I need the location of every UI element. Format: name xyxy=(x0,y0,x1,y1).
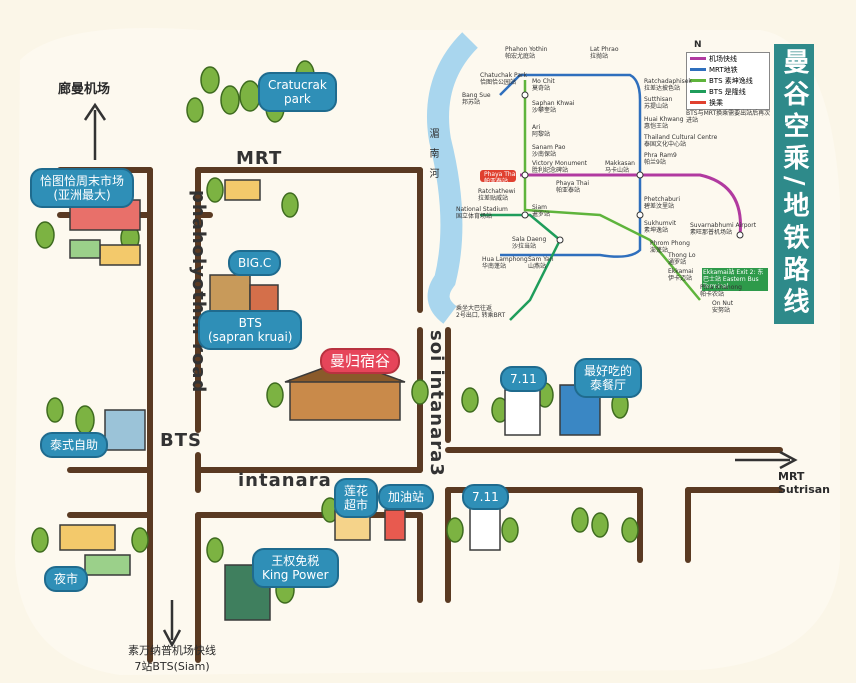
kingpower-building xyxy=(224,564,271,621)
legend-label: MRT地铁 xyxy=(709,65,738,74)
airport-link-line xyxy=(520,173,742,236)
thai-buffet-building xyxy=(104,409,146,451)
station-phra-khanong: Phra Khanong 帕卡农站 xyxy=(700,284,742,298)
road-intanara-label: intanara xyxy=(238,470,332,491)
station-rama9: Phra Ram9 帕兰9站 xyxy=(644,152,677,166)
river xyxy=(427,32,479,324)
chatuchak-park-bubble: Cratucrak park xyxy=(258,72,337,112)
station-sala-daeng: Sala Daeng 沙拉当站 xyxy=(512,236,547,250)
legend-label: 换乘 xyxy=(709,98,723,107)
station-phetchaburi: Phetchaburi 碧差汶里站 xyxy=(644,196,680,210)
side-title: 曼谷空乘/地铁路线 xyxy=(774,44,814,324)
bts-sukhumvit-line xyxy=(523,80,701,301)
bigc-building xyxy=(209,274,251,316)
legend-item: 换乘 xyxy=(687,97,769,108)
mrt-line xyxy=(499,73,642,258)
station-ratchathewi: Ratchathewi 拉差贴威站 xyxy=(478,188,516,202)
station-mochit: Mo Chit 莫奇站 xyxy=(532,78,555,92)
station-hualamphong: Hua Lamphong 华南蓬站 xyxy=(482,256,528,270)
seven-eleven-a xyxy=(504,389,541,436)
station-victory: Victory Monument 胜利纪念碑站 xyxy=(532,160,588,174)
night-market-stalls xyxy=(59,524,116,551)
bts-saphan-bubble: BTS (sapran kruai) xyxy=(198,310,303,350)
gas-station-bubble: 加油站 xyxy=(378,484,435,510)
hostel-bubble: 曼归宿谷 xyxy=(320,348,401,374)
station-on-nut: On Nut 安努站 xyxy=(712,300,734,314)
mrt-label: MRT xyxy=(236,148,283,169)
metro-note-top: BTS与MRT换乘需要出站后再次进站 xyxy=(686,110,771,124)
station-phahon: Phahon Yothin 帕宏尤庭站 xyxy=(505,46,548,60)
hostel-building xyxy=(289,379,401,421)
airport-bottom-label: 素万纳普机场快线 7站BTS(Siam) xyxy=(128,644,216,673)
station-thong-lo: Thong Lo 通罗站 xyxy=(668,252,696,266)
legend-item: BTS 是隆线 xyxy=(687,86,769,97)
legend-label: BTS 素坤逸线 xyxy=(709,76,753,85)
seven-eleven-b xyxy=(469,504,501,551)
roads xyxy=(57,167,783,663)
seven-eleven-a-bubble: 7.11 xyxy=(500,366,547,392)
station-cultural-centre: Thailand Cultural Centre 泰国文化中心站 xyxy=(644,134,718,148)
station-latphrao: Lat Phrao 拉抛站 xyxy=(590,46,619,60)
metro-bottom-note: 乘坐大巴往返 2号出口, 转乘BRT xyxy=(456,305,506,319)
station-bangsue: Bang Sue 邦苏站 xyxy=(462,92,491,106)
metro-map xyxy=(427,32,744,324)
station-samyan: Sam Yan 山燕站 xyxy=(528,256,554,270)
legend-label: BTS 是隆线 xyxy=(709,87,746,96)
bts-label: BTS xyxy=(160,430,202,451)
buildings xyxy=(59,179,601,621)
station-siam: Siam 暹罗站 xyxy=(532,204,551,218)
station-phaya-thai: Phaya Thai 帕亚泰站 xyxy=(556,180,590,194)
legend-item: 机场快线 xyxy=(687,53,769,64)
station-chatuchak: Chatuchak Park 恰图恰公园站 xyxy=(480,72,527,86)
station-sutthisan: Sutthisan 苏提山站 xyxy=(644,96,673,110)
mrt-sutrisan-label: MRT Sutrisan xyxy=(778,470,831,496)
lotus-bubble: 莲花 超市 xyxy=(334,478,379,518)
station-phrom-phong: Phrom Phong 澎蓬站 xyxy=(650,240,690,254)
road-soi-label: soi intanara3 xyxy=(426,330,447,477)
station-sanam-pao: Sanam Pao 沙南保站 xyxy=(532,144,566,158)
station-huai-khwang: Huai Khwang 惠恺王站 xyxy=(644,116,684,130)
legend-item: BTS 素坤逸线 xyxy=(687,75,769,86)
thai-buffet-bubble: 泰式自助 xyxy=(40,432,109,458)
metro-legend: 机场快线 MRT地铁 BTS 素坤逸线 BTS 是隆线 换乘 xyxy=(686,52,770,110)
legend-label: 机场快线 xyxy=(709,54,737,63)
station-saphan-khwai: Saphan Khwai 沙攀奎站 xyxy=(532,100,575,114)
station-national-stadium: National Stadium 国立体育场站 xyxy=(456,206,508,220)
station-ratchadaphisek: Ratchadaphisek 拉差达披色站 xyxy=(644,78,692,92)
airport-top-label: 廊曼机场 xyxy=(58,82,111,97)
legend-item: MRT地铁 xyxy=(687,64,769,75)
bigc-bubble: BIG.C xyxy=(228,250,282,276)
road-phaholyothin-label: phaholyothin road xyxy=(188,190,209,394)
north-indicator: N xyxy=(694,40,702,50)
station-makkasan: Makkasan 马卡山站 xyxy=(605,160,635,174)
metro-note-green: Ekkamai站 Exit 2: 东巴士站 Eastern Bus Termin… xyxy=(702,268,768,291)
gas-station xyxy=(384,509,406,541)
direction-arrows xyxy=(83,102,798,648)
station-sukhumvit: Sukhumvit 素坤逸站 xyxy=(644,220,677,234)
river-label: 湄南河 xyxy=(427,128,438,188)
phaya-thai-tag: Phaya Thai 帕亚泰站 xyxy=(484,171,518,185)
weekend-market-bubble: 恰图恰周末市场 (亚洲最大) xyxy=(30,168,135,208)
station-ekkamai: Ekkamai 伊卡迈站 xyxy=(668,268,694,282)
seven-eleven-b-bubble: 7.11 xyxy=(462,484,509,510)
best-food-bubble: 最好吃的 泰餐厅 xyxy=(574,358,643,398)
station-ari: Ari 阿黎站 xyxy=(532,124,551,138)
station-suvarnabhumi: Suvarnabhumi Airport 素旺那普机场站 xyxy=(690,222,757,236)
kingpower-bubble: 王权免税 King Power xyxy=(252,548,339,588)
night-market-bubble: 夜市 xyxy=(44,566,89,592)
